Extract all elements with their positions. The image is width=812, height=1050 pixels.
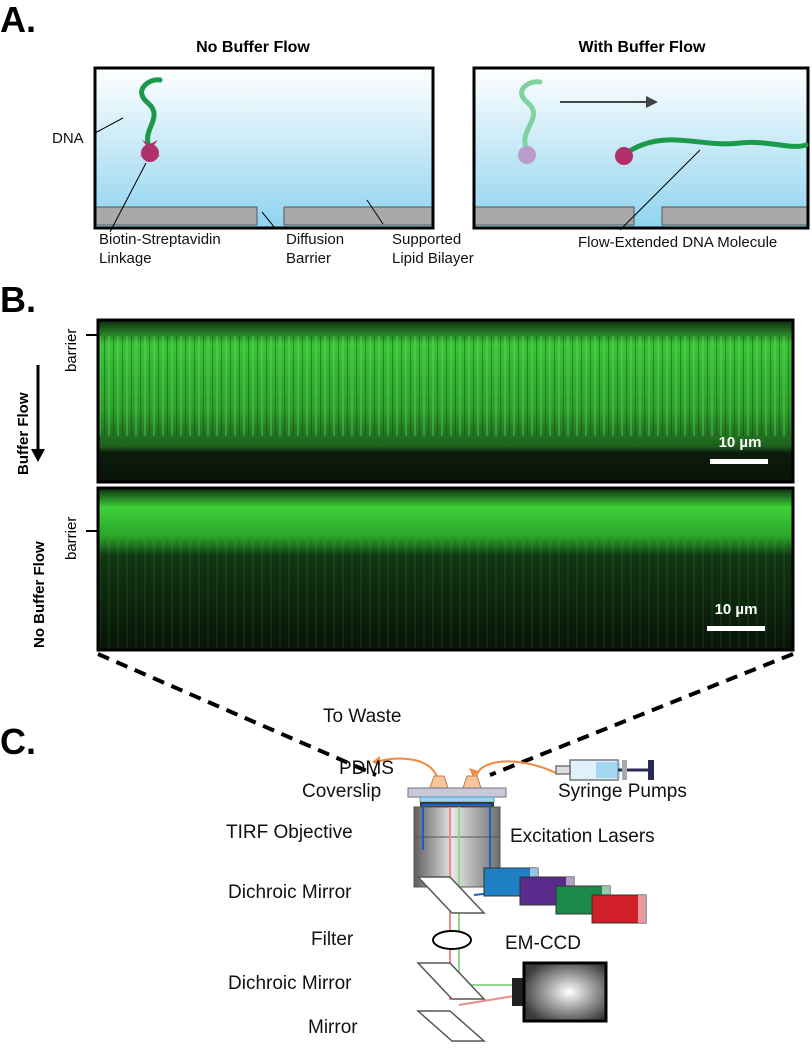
label-syringe-pumps: Syringe Pumps [558,781,687,802]
no-buffer-flow-label: No Buffer Flow [31,541,48,648]
coverslip [419,796,495,803]
lipid-bilayer-right [662,165,808,205]
dna-strand [139,77,163,151]
label-bilayer-2: Lipid Bilayer [392,250,474,267]
outlet-port [429,775,449,789]
panel-a-left-title: No Buffer Flow [196,39,310,56]
label-flow-extended: Flow-Extended DNA Molecule [578,234,777,251]
substrate-left [94,206,258,226]
inlet-tubing [475,760,557,778]
dichroic-mirror-1 [416,876,486,914]
waste-tubing [375,757,438,778]
label-pdms: PDMS [339,758,394,779]
panel-a-right-title: With Buffer Flow [579,39,707,56]
excitation-lasers-icon [483,867,647,924]
label-coverslip: Coverslip [302,781,381,802]
panel-b-letter: B. [0,279,36,320]
label-filter: Filter [311,929,354,950]
streptavidin-faded-icon [518,146,536,164]
panel-c-letter: C. [0,721,36,762]
scale-bar-label-top: 10 µm [719,434,762,451]
laser-red [591,894,647,924]
panel-a-letter: A. [0,0,36,40]
scale-bar-label-bottom: 10 µm [715,601,758,618]
label-barrier-2: Barrier [286,250,331,267]
barrier-label-bottom: barrier [63,517,80,560]
barrier-label-top: barrier [63,329,80,372]
inlet-port [462,775,482,789]
streptavidin-icon [615,147,633,165]
scale-bar-bottom [707,626,765,631]
mirror-icon [416,1010,486,1042]
lipid-bilayer-right [284,165,432,205]
lipid-bilayer-left [474,165,632,205]
fluorescence-image-with-flow: 10 µm [96,318,795,484]
em-ccd-camera-icon [512,961,608,1023]
substrate-right [283,206,433,226]
label-mirror: Mirror [308,1017,358,1038]
buffer-flow-label: Buffer Flow [15,392,32,475]
label-tirf-objective: TIRF Objective [226,822,353,843]
label-excitation-lasers: Excitation Lasers [510,826,655,847]
zoom-line-right [489,652,794,777]
label-to-waste: To Waste [323,706,402,727]
label-barrier-1: Diffusion [286,231,344,248]
lipid-bilayer-left [95,165,255,205]
dichroic-mirror-2 [416,962,486,1000]
schematic-no-flow [93,66,435,230]
label-em-ccd: EM-CCD [505,933,581,954]
pdms-block [407,787,507,798]
fluorescence-image-no-flow: 10 µm [96,486,795,652]
schematic-with-flow [472,66,810,230]
label-linkage-1: Biotin-Streptavidin [99,231,221,248]
label-bilayer-1: Supported [392,231,461,248]
flow-extended-dna [625,137,809,155]
filter-icon [432,930,472,950]
scale-bar-top [710,459,768,464]
label-dichroic-mirror-1: Dichroic Mirror [228,882,352,903]
label-dna: DNA [52,130,84,147]
zoom-line-left [97,652,377,777]
syringe-pump-icon [555,759,654,781]
streptavidin-core [141,144,159,162]
label-dichroic-mirror-2: Dichroic Mirror [228,973,352,994]
label-linkage-2: Linkage [99,250,152,267]
dna-strand-faded [519,79,543,153]
